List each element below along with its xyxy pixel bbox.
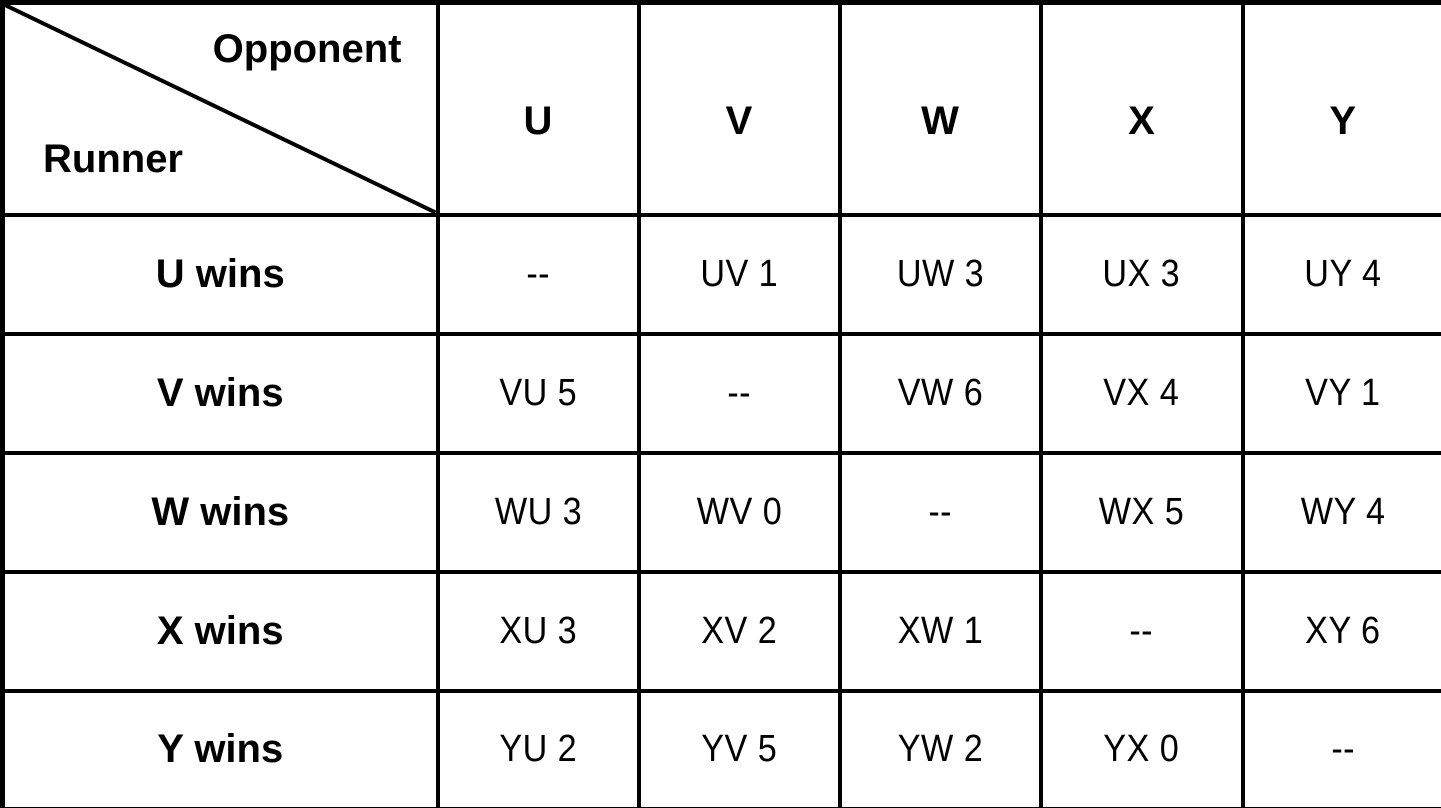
table-cell: UY 4 [1240,212,1441,336]
table-cell: WV 0 [636,450,842,574]
row-label-x-wins: X wins [0,569,440,693]
table-cell: UV 1 [636,212,842,336]
table-cell: WU 3 [435,450,641,574]
diagonal-divider-line [6,6,434,211]
column-header-v: V [636,0,842,217]
table-cell: -- [435,212,641,336]
row-label-u-wins: U wins [0,212,440,336]
table-row-y-wins: Y wins YU 2 YV 5 YW 2 YX 0 -- [0,688,1441,808]
row-label-w-wins: W wins [0,450,440,574]
table-row-u-wins: U wins -- UV 1 UW 3 UX 3 UY 4 [0,212,1441,336]
table-cell: -- [1038,569,1245,693]
corner-header-cell: Opponent Runner [0,0,440,217]
table-cell: UX 3 [1038,212,1245,336]
row-label-y-wins: Y wins [0,688,440,808]
column-header-u: U [435,0,641,217]
table-cell: YX 0 [1038,688,1245,808]
table-cell: XW 1 [837,569,1043,693]
table-cell: YW 2 [837,688,1043,808]
table-cell: VU 5 [435,331,641,455]
header-row: Opponent Runner U V W X Y [0,0,1441,217]
corner-label-runner: Runner [43,137,183,181]
column-header-y: Y [1240,0,1441,217]
table-cell: -- [1240,688,1441,808]
table-cell: XV 2 [636,569,842,693]
table-cell: XY 6 [1240,569,1441,693]
table-cell: YU 2 [435,688,641,808]
table-row-w-wins: W wins WU 3 WV 0 -- WX 5 WY 4 [0,450,1441,574]
column-header-w: W [837,0,1043,217]
corner-label-opponent: Opponent [212,27,402,71]
table-cell: -- [837,450,1043,574]
column-header-x: X [1038,0,1245,217]
table-cell: VX 4 [1038,331,1245,455]
table-cell: YV 5 [636,688,842,808]
table-cell: WX 5 [1038,450,1245,574]
table-cell: VY 1 [1240,331,1441,455]
table-cell: XU 3 [435,569,641,693]
row-label-v-wins: V wins [0,331,440,455]
table-row-x-wins: X wins XU 3 XV 2 XW 1 -- XY 6 [0,569,1441,693]
table-row-v-wins: V wins VU 5 -- VW 6 VX 4 VY 1 [0,331,1441,455]
table-cell: WY 4 [1240,450,1441,574]
table-cell: -- [636,331,842,455]
table-cell: UW 3 [837,212,1043,336]
table-cell: VW 6 [837,331,1043,455]
